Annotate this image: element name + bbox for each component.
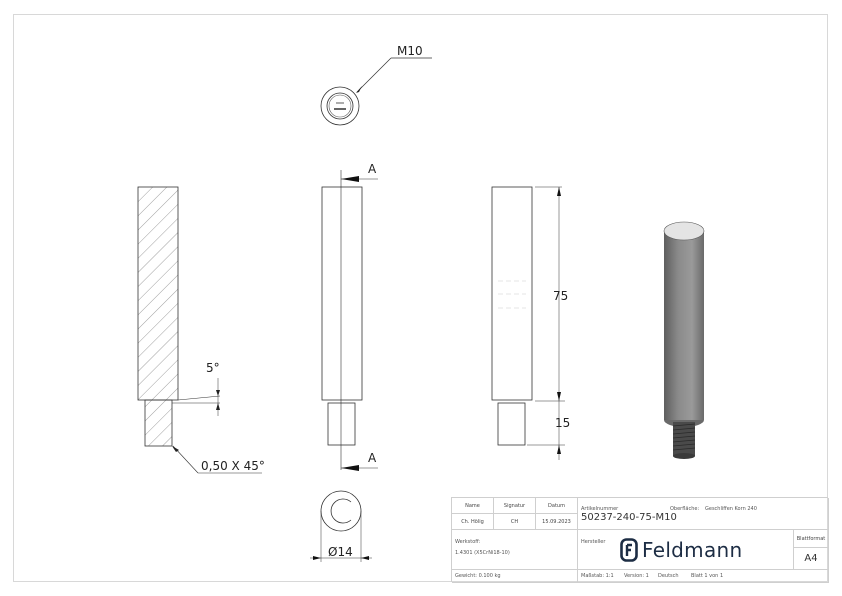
section-label-bottom: A — [368, 451, 377, 465]
diameter-label: Ø14 — [328, 545, 353, 559]
date-value: 15.09.2023 — [536, 514, 578, 530]
manufacturer-label: Hersteller — [581, 539, 606, 545]
weight-cell: Gewicht: 0.100 kg — [452, 570, 578, 583]
section-view — [137, 186, 262, 474]
language: Deutsch — [658, 573, 679, 579]
length-15-label: 15 — [555, 416, 570, 430]
article-label: Artikelnummer — [581, 506, 619, 512]
manufacturer-name: Feldmann — [642, 538, 743, 562]
manufacturer-cell: Hersteller Feldmann — [578, 530, 794, 570]
name-header: Name — [452, 498, 494, 514]
surface-value: Geschliffen Korn 240 — [705, 506, 757, 512]
material-cell: Werkstoff: 1.4301 (X5CrNi18-10) — [452, 530, 578, 570]
version: Version: 1 — [624, 573, 649, 579]
scale: Maßstab: 1:1 — [581, 573, 614, 579]
length-75-label: 75 — [553, 289, 568, 303]
title-block: Name Signatur Datum Ch. Hölig CH 15.09.2… — [451, 497, 829, 583]
side-view — [491, 186, 565, 460]
material-value: 1.4301 (X5CrNi18-10) — [455, 550, 510, 556]
top-end-view — [320, 57, 432, 126]
chamfer-label: 0,50 X 45° — [201, 459, 265, 473]
drawing-frame — [13, 14, 828, 582]
surface-label: Oberfläche: — [670, 506, 700, 512]
section-label-top: A — [368, 162, 377, 176]
signature-header: Signatur — [494, 498, 536, 514]
bottom-end-view — [310, 490, 372, 562]
angle-label: 5° — [206, 361, 220, 375]
article-number: 50237-240-75-M10 — [581, 512, 677, 523]
weight: Gewicht: 0.100 kg — [455, 573, 501, 579]
material-label: Werkstoff: — [455, 539, 481, 545]
format-value: A4 — [794, 548, 829, 570]
name-value: Ch. Hölig — [452, 514, 494, 530]
feldmann-logo-icon — [620, 538, 638, 562]
feldmann-logo: Feldmann — [620, 538, 742, 562]
thread-callout: M10 — [397, 44, 423, 58]
sheet: Blatt 1 von 1 — [691, 573, 724, 579]
date-header: Datum — [536, 498, 578, 514]
article-cell: Artikelnummer 50237-240-75-M10 Oberfläch… — [578, 498, 829, 530]
format-label: Blattformat — [794, 530, 829, 548]
footer-info-cell: Maßstab: 1:1 Version: 1 Deutsch Blatt 1 … — [578, 570, 829, 583]
front-view — [321, 170, 378, 471]
isometric-view — [663, 221, 705, 459]
signature-value: CH — [494, 514, 536, 530]
